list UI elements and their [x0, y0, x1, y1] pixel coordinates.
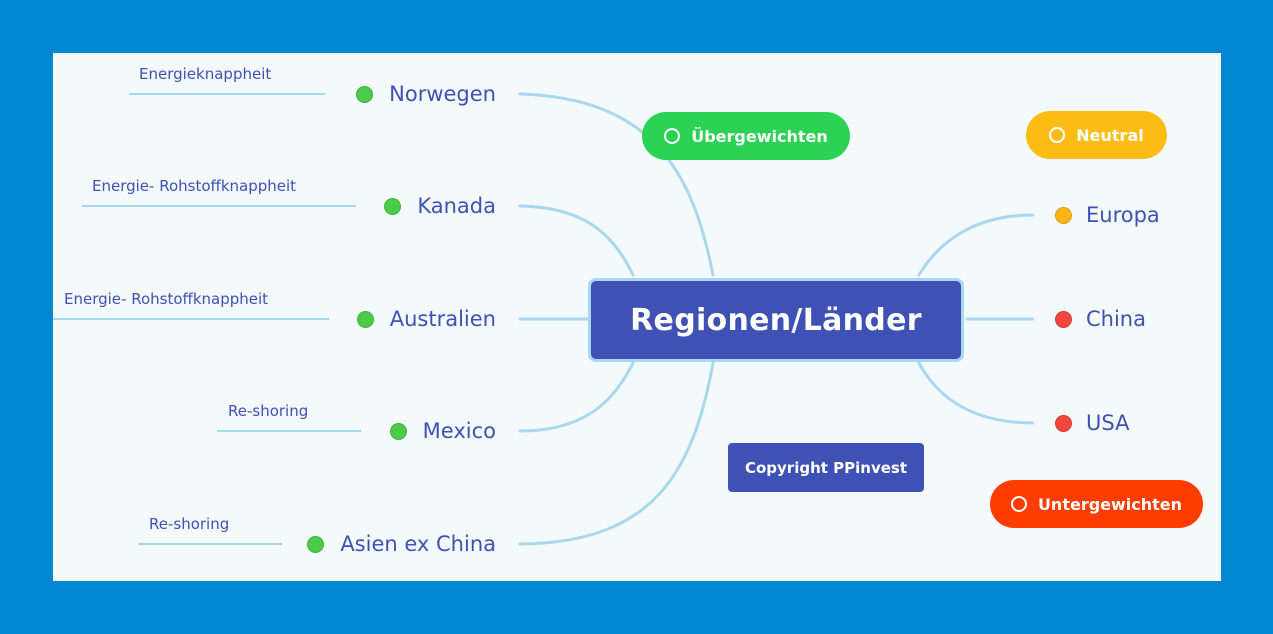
node-norwegen[interactable]: Norwegen	[356, 80, 496, 108]
circle-icon	[664, 128, 681, 144]
node-china[interactable]: China	[1055, 305, 1146, 333]
link-usa	[917, 361, 1035, 425]
link-asien	[518, 361, 715, 546]
node-europa[interactable]: Europa	[1055, 201, 1160, 229]
central-topic-label: Regionen/Länder	[630, 302, 922, 338]
node-label: China	[1086, 307, 1146, 331]
green-status-dot	[307, 535, 325, 553]
legend-underweight[interactable]: Untergewichten	[990, 480, 1203, 528]
note-australien: Energie- Rohstoffknappheit	[64, 290, 269, 308]
node-kanada[interactable]: Kanada	[384, 192, 496, 220]
link-kanada	[518, 204, 635, 277]
green-status-dot	[356, 310, 374, 328]
node-label: Asien ex China	[340, 532, 496, 556]
link-mexico	[518, 361, 635, 433]
copyright-label: Copyright PPinvest	[728, 443, 924, 492]
note-mexico: Re-shoring	[228, 402, 309, 420]
node-asien-ex-china[interactable]: Asien ex China	[307, 530, 496, 558]
central-topic[interactable]: Regionen/Länder	[588, 278, 964, 362]
node-label: Kanada	[417, 194, 496, 218]
node-mexico[interactable]: Mexico	[389, 417, 496, 445]
red-status-dot	[1055, 310, 1072, 328]
link-europa	[917, 213, 1035, 277]
green-status-dot	[384, 197, 402, 215]
legend-neutral-label: Neutral	[1076, 125, 1144, 145]
green-status-dot	[389, 422, 407, 440]
green-status-dot	[356, 85, 374, 103]
yellow-status-dot	[1055, 206, 1072, 224]
red-status-dot	[1055, 414, 1072, 432]
node-label: Europa	[1086, 203, 1160, 227]
legend-overweight-label: Übergewichten	[691, 126, 828, 146]
connector-lines	[53, 92, 1035, 546]
node-label: Norwegen	[389, 82, 496, 106]
note-kanada: Energie- Rohstoffknappheit	[92, 177, 297, 195]
node-label: Australien	[389, 307, 496, 331]
note-asien: Re-shoring	[149, 515, 230, 533]
note-norwegen: Energieknappheit	[139, 65, 272, 83]
legend-underweight-label: Untergewichten	[1037, 494, 1183, 514]
node-label: Mexico	[422, 419, 496, 443]
legend-neutral[interactable]: Neutral	[1026, 111, 1167, 159]
node-label: USA	[1086, 411, 1130, 435]
node-usa[interactable]: USA	[1055, 409, 1129, 437]
circle-icon	[1010, 496, 1027, 512]
node-australien[interactable]: Australien	[356, 305, 496, 333]
circle-icon	[1049, 127, 1066, 143]
legend-overweight[interactable]: Übergewichten	[642, 112, 850, 160]
